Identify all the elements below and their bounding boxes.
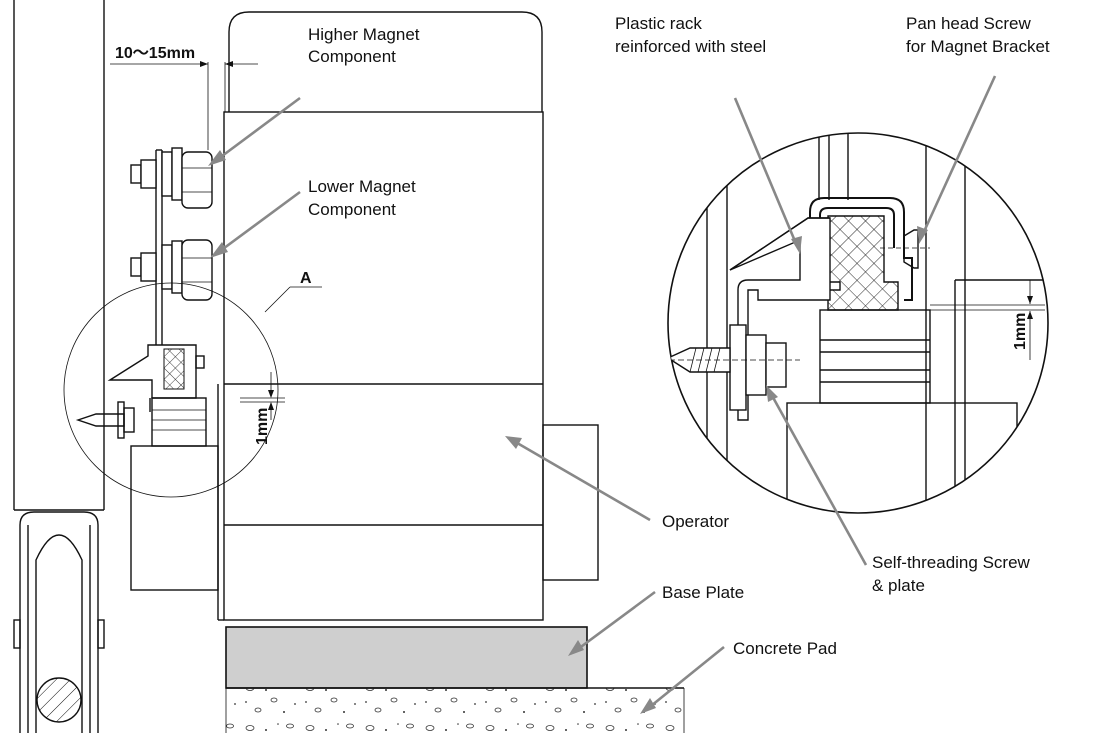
detail-marker-label: A (300, 270, 312, 287)
operator-body (130, 11, 599, 621)
gate-wheel (13, 511, 105, 733)
gap-dimension: 10～15mm (110, 45, 258, 150)
self-threading-label-line2: & plate (872, 576, 925, 595)
clearance-dim-large-label: 1mm (1012, 313, 1029, 350)
rack-left (75, 344, 207, 447)
higher-magnet-label-line1: Higher Magnet (308, 25, 420, 44)
operator-label: Operator (662, 512, 729, 531)
clearance-dimension-small: 1mm (240, 372, 285, 445)
clearance-dimension-large: 1mm (930, 280, 1045, 360)
detail-enlargement (667, 132, 1049, 514)
gate-post (13, 0, 105, 511)
callout-labels: Higher Magnet Component Lower Magnet Com… (308, 14, 1050, 658)
magnet-bracket (155, 149, 163, 345)
leader-lines (208, 75, 997, 714)
base-plate-label: Base Plate (662, 583, 744, 602)
lower-magnet-label-line1: Lower Magnet (308, 177, 416, 196)
gap-dim-label: 10～15mm (115, 45, 195, 62)
plastic-rack-label-line1: Plastic rack (615, 14, 702, 33)
concrete-pad-label: Concrete Pad (733, 639, 837, 658)
lower-magnet-label-line2: Component (308, 200, 396, 219)
higher-magnet-label-line2: Component (308, 47, 396, 66)
self-threading-label-line1: Self-threading Screw (872, 553, 1031, 572)
plastic-rack-label-line2: reinforced with steel (615, 37, 766, 56)
concrete-pad (225, 687, 685, 733)
clearance-dim-small-label: 1mm (254, 408, 271, 445)
detail-circle-a: A (63, 270, 322, 498)
lower-magnet-component (130, 239, 213, 301)
pan-head-screw-label-line1: Pan head Screw (906, 14, 1031, 33)
base-plate (225, 626, 588, 689)
pan-head-screw-label-line2: for Magnet Bracket (906, 37, 1050, 56)
higher-magnet-component (130, 147, 213, 209)
